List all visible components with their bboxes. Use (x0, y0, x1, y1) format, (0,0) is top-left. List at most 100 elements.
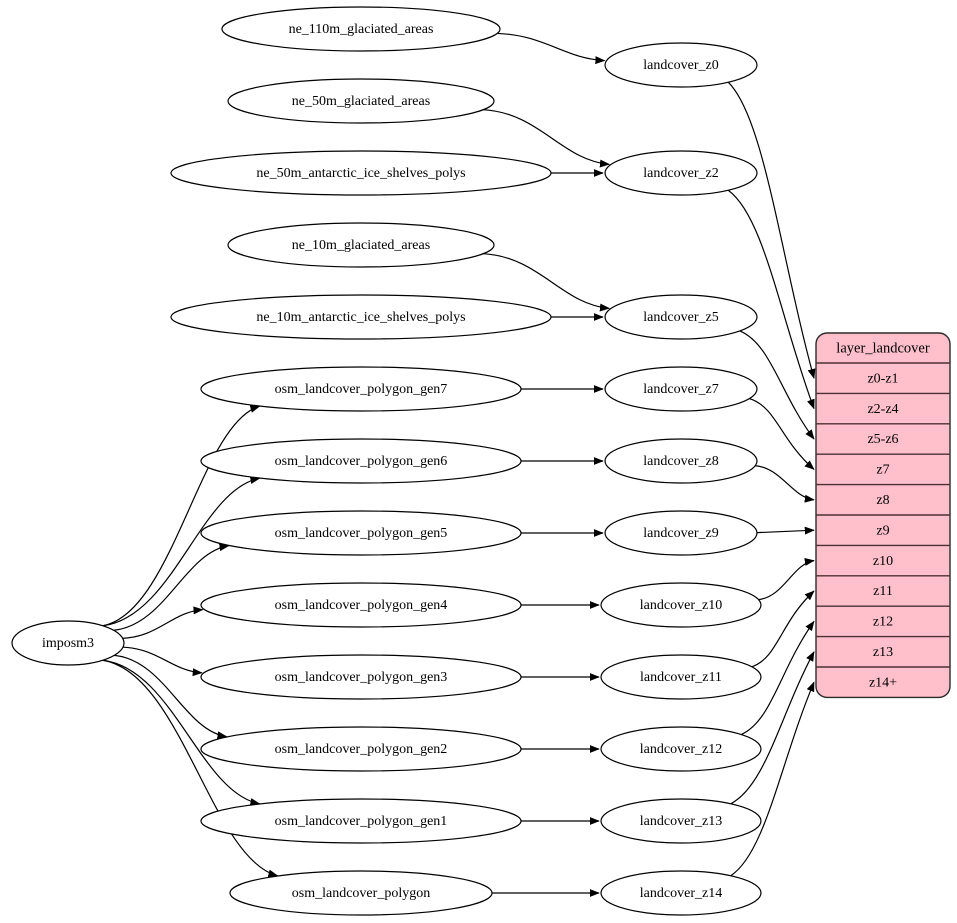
edge-imposm3-to-osm_landcover_polygon_gen5 (113, 543, 230, 631)
landcover-node-ellipse (604, 510, 758, 556)
table-row[interactable]: z8 (816, 485, 950, 515)
edge-ne_10m_glaciated_areas-to-landcover_z5 (483, 253, 610, 312)
table-row-label: z10 (873, 554, 893, 569)
node-landcover_z7[interactable]: landcover_z7 (604, 366, 758, 412)
node-landcover_z13[interactable]: landcover_z13 (600, 798, 762, 844)
node-landcover_z5[interactable]: landcover_z5 (604, 294, 758, 340)
node-osm_landcover_polygon_gen1[interactable]: osm_landcover_polygon_gen1 (200, 798, 522, 844)
node-osm_landcover_polygon_gen4[interactable]: osm_landcover_polygon_gen4 (200, 582, 522, 628)
edge-imposm3-to-osm_landcover_polygon_gen4 (122, 606, 204, 639)
node-label: landcover_z13 (640, 814, 722, 829)
node-landcover_z14[interactable]: landcover_z14 (600, 870, 762, 916)
node-label: landcover_z14 (640, 886, 722, 901)
table-row-label: z11 (873, 584, 893, 599)
node-landcover_z8[interactable]: landcover_z8 (604, 438, 758, 484)
table-row-label: z0-z1 (867, 371, 898, 386)
node-ne_50m_antarctic_ice_shelves_polys[interactable]: ne_50m_antarctic_ice_shelves_polys (170, 150, 552, 196)
table-row-label: z8 (876, 493, 889, 508)
osm-node-ellipse (200, 438, 522, 484)
edge-landcover_z2-to-layer_landcover-z2-z4 (727, 189, 815, 410)
osm-node-ellipse (200, 510, 522, 556)
node-label: osm_landcover_polygon_gen5 (275, 526, 448, 541)
node-label: osm_landcover_polygon_gen7 (275, 382, 448, 397)
node-label: ne_50m_antarctic_ice_shelves_polys (256, 166, 465, 181)
table-row[interactable]: z5-z6 (816, 424, 950, 454)
node-landcover_z12[interactable]: landcover_z12 (600, 726, 762, 772)
table-row-label: z7 (876, 463, 889, 478)
node-label: osm_landcover_polygon_gen2 (275, 742, 448, 757)
landcover-node-ellipse (600, 726, 762, 772)
node-label: osm_landcover_polygon_gen1 (275, 814, 448, 829)
node-label: landcover_z0 (643, 58, 718, 73)
node-imposm3[interactable]: imposm3 (11, 620, 125, 666)
table-row[interactable]: z13 (816, 637, 950, 667)
edge-landcover_z10-to-layer_landcover-z10 (758, 558, 815, 601)
landcover-node-ellipse (604, 294, 758, 340)
osm-node-ellipse (200, 726, 522, 772)
layer-landcover-table[interactable]: layer_landcover z0-z1 z2-z4 z5-z6 z7 z8 z9 z10 z… (815, 332, 951, 699)
node-label: osm_landcover_polygon_gen3 (275, 670, 448, 685)
table-row-label: z5-z6 (867, 432, 898, 447)
node-label: landcover_z8 (643, 454, 718, 469)
landcover-node-ellipse (600, 582, 762, 628)
node-label: osm_landcover_polygon (292, 886, 430, 901)
node-label: landcover_z5 (643, 310, 718, 325)
node-osm_landcover_polygon_gen2[interactable]: osm_landcover_polygon_gen2 (200, 726, 522, 772)
landcover-node-ellipse (604, 42, 758, 88)
source-node-ellipse (11, 620, 125, 666)
edge-imposm3-to-osm_landcover_polygon_gen2 (114, 654, 228, 740)
landcover-node-ellipse (600, 654, 762, 700)
ne-node-ellipse (221, 6, 501, 52)
edge-landcover_z8-to-layer_landcover-z8 (755, 465, 815, 503)
table-row[interactable]: z7 (816, 454, 950, 484)
node-ne_50m_glaciated_areas[interactable]: ne_50m_glaciated_areas (227, 78, 495, 124)
node-ne_10m_glaciated_areas[interactable]: ne_10m_glaciated_areas (227, 222, 495, 268)
landcover-node-ellipse (600, 870, 762, 916)
node-label: landcover_z10 (640, 598, 722, 613)
table-row-label: z2-z4 (867, 402, 898, 417)
table-row[interactable]: z9 (816, 515, 950, 545)
edge-ne_50m_glaciated_areas-to-landcover_z2 (483, 109, 610, 168)
osm-node-ellipse (229, 870, 493, 916)
osm-node-ellipse (200, 582, 522, 628)
node-label: osm_landcover_polygon_gen6 (275, 454, 448, 469)
node-ne_110m_glaciated_areas[interactable]: ne_110m_glaciated_areas (221, 6, 501, 52)
table-row[interactable]: z10 (816, 545, 950, 575)
node-osm_landcover_polygon_gen3[interactable]: osm_landcover_polygon_gen3 (200, 654, 522, 700)
edge-imposm3-to-osm_landcover_polygon_gen1 (102, 659, 261, 806)
node-label: imposm3 (42, 636, 94, 651)
node-landcover_z2[interactable]: landcover_z2 (604, 150, 758, 196)
node-label: ne_10m_antarctic_ice_shelves_polys (256, 310, 465, 325)
table-row[interactable]: z2-z4 (816, 393, 950, 423)
node-landcover_z10[interactable]: landcover_z10 (600, 582, 762, 628)
table-row[interactable]: z14+ (816, 667, 950, 697)
osm-node-ellipse (200, 366, 522, 412)
node-landcover_z9[interactable]: landcover_z9 (604, 510, 758, 556)
node-osm_landcover_polygon_gen7[interactable]: osm_landcover_polygon_gen7 (200, 366, 522, 412)
edge-imposm3-to-osm_landcover_polygon_gen6 (102, 476, 261, 627)
table-row[interactable]: z11 (816, 576, 950, 606)
table-row[interactable]: z12 (816, 606, 950, 636)
node-landcover_z0[interactable]: landcover_z0 (604, 42, 758, 88)
table-header-label: layer_landcover (836, 340, 930, 356)
ne-node-ellipse (170, 150, 552, 196)
edge-landcover_z0-to-layer_landcover-z0-z1 (727, 81, 816, 379)
edge-imposm3-to-osm_landcover_polygon (102, 659, 279, 878)
node-label: landcover_z12 (640, 742, 722, 757)
edge-landcover_z9-to-layer_landcover-z9 (756, 526, 815, 535)
edge-landcover_z12-to-layer_landcover-z12 (741, 620, 815, 736)
table-layer_landcover[interactable]: layer_landcover z0-z1 z2-z4 z5-z6 z7 z8 z9 z10 z… (815, 332, 951, 699)
table-row-label: z13 (873, 645, 893, 660)
node-landcover_z11[interactable]: landcover_z11 (600, 654, 762, 700)
node-osm_landcover_polygon[interactable]: osm_landcover_polygon (229, 870, 493, 916)
edge-landcover_z14-to-layer_landcover-z14+ (730, 681, 815, 877)
node-ne_10m_antarctic_ice_shelves_polys[interactable]: ne_10m_antarctic_ice_shelves_polys (170, 294, 552, 340)
edge-imposm3-to-osm_landcover_polygon_gen7 (102, 405, 261, 627)
node-osm_landcover_polygon_gen6[interactable]: osm_landcover_polygon_gen6 (200, 438, 522, 484)
edge-landcover_z7-to-layer_landcover-z7 (749, 398, 815, 470)
table-row[interactable]: z0-z1 (816, 363, 950, 393)
node-osm_landcover_polygon_gen5[interactable]: osm_landcover_polygon_gen5 (200, 510, 522, 556)
table-row-label: z14+ (869, 675, 897, 690)
osm-node-ellipse (200, 798, 522, 844)
